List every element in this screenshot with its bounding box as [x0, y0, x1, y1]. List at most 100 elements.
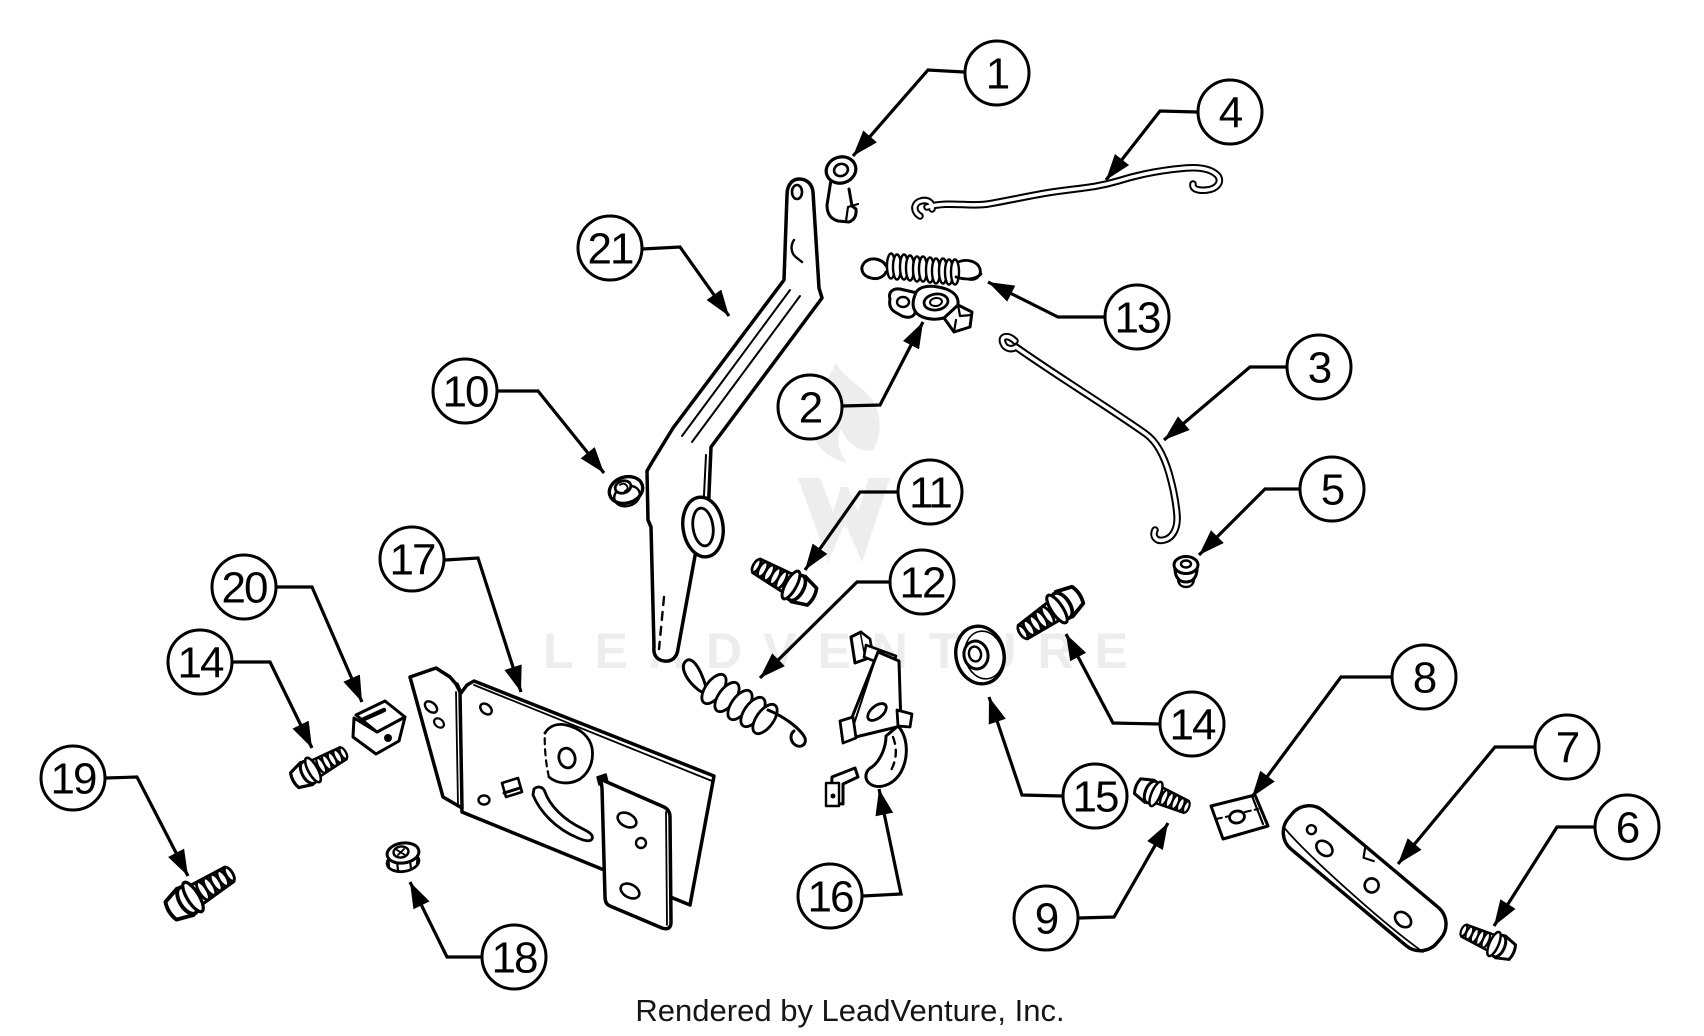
callout-number: 8 — [1413, 654, 1436, 703]
leader-line — [758, 580, 889, 680]
leader-line — [1250, 675, 1391, 798]
part-21-control-lever — [645, 177, 824, 663]
callout-balloon-circle[interactable] — [1061, 762, 1129, 830]
callout-number: 7 — [1556, 724, 1579, 773]
callout-balloon-circle[interactable] — [1298, 455, 1366, 523]
leader-line — [444, 556, 523, 693]
leader-arrowhead-icon — [1066, 634, 1087, 662]
callout-balloon-circle[interactable] — [1533, 713, 1601, 781]
callout-2[interactable]: 2 — [776, 321, 925, 441]
callout-balloon-circle[interactable] — [1593, 793, 1661, 861]
callout-7[interactable]: 7 — [1396, 713, 1601, 866]
callout-balloon-circle[interactable] — [776, 373, 844, 441]
leader-line — [987, 280, 1104, 319]
leader-arrowhead-icon — [1106, 153, 1130, 180]
leader-line — [803, 490, 897, 571]
part-10-grommet — [607, 474, 645, 508]
leader-arrowhead-icon — [875, 789, 894, 817]
callout-1[interactable]: 1 — [851, 39, 1031, 158]
callout-number: 10 — [443, 368, 488, 417]
leader-arrowhead-icon — [1164, 416, 1190, 440]
leader-line — [1104, 109, 1198, 181]
leader-arrowhead-icon — [504, 664, 522, 692]
callout-14-right[interactable]: 14 — [1064, 633, 1226, 758]
callout-14-left[interactable]: 14 — [166, 628, 314, 749]
leader-arrowhead-icon — [410, 882, 430, 910]
callout-19[interactable]: 19 — [39, 744, 190, 877]
callout-9[interactable]: 9 — [1012, 822, 1170, 952]
leader-arrowhead-icon — [1252, 770, 1275, 797]
callout-balloon-circle[interactable] — [166, 628, 234, 696]
callout-number: 18 — [492, 934, 537, 983]
part-18-lock-nut — [385, 841, 421, 874]
callout-20[interactable]: 20 — [210, 553, 364, 703]
callout-8[interactable]: 8 — [1250, 643, 1458, 798]
leader-arrowhead-icon — [1199, 530, 1224, 555]
part-14-bolt-left — [285, 738, 354, 795]
callout-5[interactable]: 5 — [1197, 455, 1366, 557]
part-17-mounting-plate — [408, 666, 716, 931]
callout-balloon-circle[interactable] — [1390, 643, 1458, 711]
callout-number: 17 — [390, 536, 435, 585]
leader-arrowhead-icon — [1398, 838, 1422, 864]
callout-number: 14 — [1170, 701, 1216, 750]
callout-balloon-circle[interactable] — [1285, 333, 1353, 401]
part-13-spring — [860, 252, 983, 286]
callout-balloon-circle[interactable] — [378, 525, 446, 593]
callout-6[interactable]: 6 — [1492, 793, 1661, 927]
callout-balloon-circle[interactable] — [210, 553, 278, 621]
leader-line — [641, 245, 731, 317]
callout-number: 2 — [799, 384, 822, 433]
leader-line — [1078, 822, 1170, 920]
leader-arrowhead-icon — [343, 674, 362, 702]
callout-balloon-circle[interactable] — [480, 923, 548, 991]
leader-line — [497, 389, 606, 475]
leader-line — [233, 660, 314, 749]
callout-10[interactable]: 10 — [431, 357, 606, 475]
leader-line — [987, 696, 1063, 798]
callout-15[interactable]: 15 — [987, 696, 1129, 830]
callout-number: 20 — [222, 564, 267, 613]
part-19-bolt — [158, 856, 244, 929]
callout-balloon-circle[interactable] — [963, 39, 1031, 107]
callout-12[interactable]: 12 — [758, 548, 956, 680]
footer-credit: Rendered by LeadVenture, Inc. — [635, 993, 1064, 1028]
leader-line — [408, 881, 481, 959]
leader-line — [277, 585, 364, 703]
leader-arrowhead-icon — [1147, 823, 1168, 851]
callout-16[interactable]: 16 — [796, 788, 903, 930]
part-9-bolt — [1129, 772, 1196, 822]
leader-line — [851, 68, 965, 158]
callout-balloon-circle[interactable] — [1158, 690, 1226, 758]
callout-21[interactable]: 21 — [576, 214, 731, 317]
callout-number: 14 — [178, 639, 224, 688]
leader-arrowhead-icon — [988, 282, 1016, 302]
callout-balloon-circle[interactable] — [888, 548, 956, 616]
callout-13[interactable]: 13 — [987, 280, 1171, 351]
leadventure-watermark: LEADVENTURE — [543, 363, 1149, 679]
callout-balloon-circle[interactable] — [431, 357, 499, 425]
part-8-clip-nut — [1209, 793, 1270, 841]
callout-3[interactable]: 3 — [1162, 333, 1353, 442]
callout-balloon-circle[interactable] — [1196, 78, 1264, 146]
leader-line — [841, 321, 925, 408]
part-15-washer — [954, 624, 1006, 686]
callout-17[interactable]: 17 — [378, 525, 523, 693]
part-6-bolt — [1454, 916, 1521, 967]
callout-4[interactable]: 4 — [1104, 78, 1264, 181]
part-20-speed-clip — [351, 699, 407, 756]
callout-number: 13 — [1115, 294, 1160, 343]
callout-balloon-circle[interactable] — [1103, 283, 1171, 351]
callout-balloon-circle[interactable] — [896, 458, 964, 526]
leader-arrowhead-icon — [903, 322, 923, 350]
callout-number: 11 — [909, 469, 951, 518]
callout-balloon-circle[interactable] — [39, 744, 107, 812]
callout-balloon-circle[interactable] — [576, 214, 644, 282]
callout-11[interactable]: 11 — [803, 458, 964, 571]
callout-balloon-circle[interactable] — [1012, 884, 1080, 952]
callout-number: 21 — [588, 225, 633, 274]
callout-18[interactable]: 18 — [408, 881, 548, 991]
watermark-text: LEADVENTURE — [543, 623, 1149, 679]
callout-balloon-circle[interactable] — [796, 862, 864, 930]
